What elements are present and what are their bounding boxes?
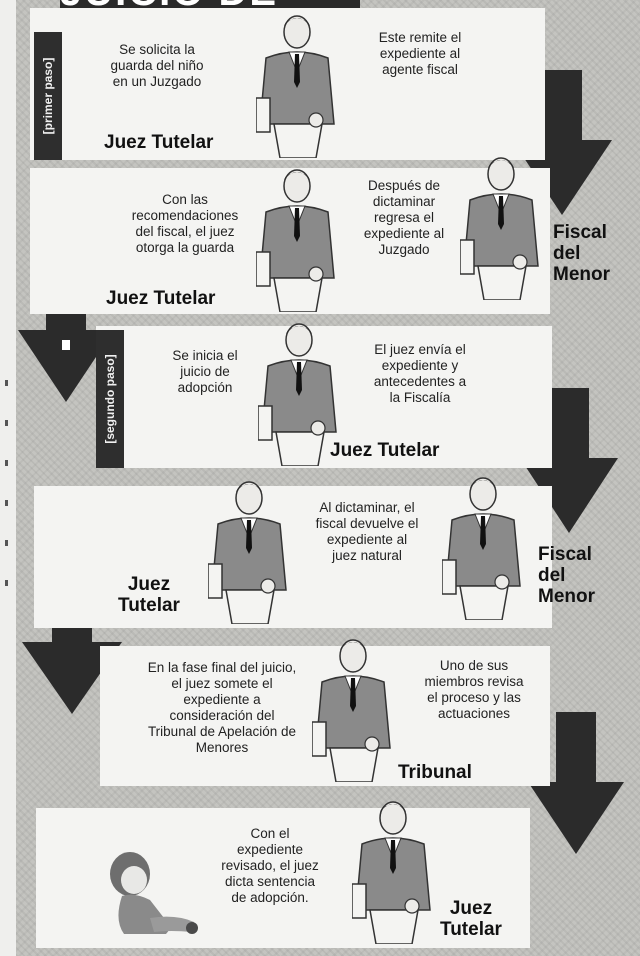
step-6-text-mid: Con el expediente revisado, el juez dict…: [221, 826, 319, 905]
step-1-text-left: Se solicita la guarda del niño en un Juz…: [110, 42, 204, 89]
man-in-suit-icon: [256, 169, 335, 312]
man-in-suit-icon: [460, 157, 539, 300]
down-arrow-icon: [528, 712, 624, 854]
man-in-suit-icon: [352, 801, 431, 944]
step-3-role: Juez Tutelar: [330, 440, 440, 461]
child-icon: [110, 852, 198, 934]
page-edge: [0, 0, 16, 956]
step-4-text-mid: Al dictaminar, el fiscal devuelve el exp…: [315, 500, 419, 563]
step-5-text-left: En la fase final del juicio, el juez som…: [147, 660, 297, 755]
step-tag-segundo-paso: [segundo paso]: [96, 330, 124, 468]
man-in-suit-icon: [258, 323, 337, 466]
step-5-role: Tribunal: [398, 762, 472, 783]
man-in-suit-icon: [312, 639, 391, 782]
step-3-text-left: Se inicia el juicio de adopción: [172, 348, 238, 395]
step-5-text-right: Uno de sus miembros revisa el proceso y …: [424, 658, 524, 721]
step-2-role-left: Juez Tutelar: [106, 288, 216, 309]
step-1-text-right: Este remite el expediente al agente fisc…: [378, 30, 462, 77]
step-4-role-left: Juez Tutelar: [118, 574, 180, 616]
down-arrow-icon: [22, 574, 122, 714]
down-arrow-icon: [18, 262, 114, 402]
step-6-role: Juez Tutelar: [440, 898, 502, 940]
man-in-suit-icon: [256, 15, 335, 158]
step-2-text-left: Con las recomendaciones del fiscal, el j…: [131, 192, 239, 255]
step-2-role-right: Fiscal del Menor: [553, 222, 610, 285]
down-arrow-icon: [520, 388, 618, 533]
man-in-suit-icon: [208, 481, 287, 624]
step-1-role: Juez Tutelar: [104, 132, 214, 153]
down-arrow-icon: [512, 70, 612, 215]
step-4-role-right: Fiscal del Menor: [538, 544, 595, 607]
man-in-suit-icon: [442, 477, 521, 620]
step-3-text-right: El juez envía el expediente y antecedent…: [373, 342, 467, 405]
step-2-text-mid: Después de dictaminar regresa el expedie…: [363, 178, 445, 257]
step-tag-primer-paso: [primer paso]: [34, 32, 62, 160]
